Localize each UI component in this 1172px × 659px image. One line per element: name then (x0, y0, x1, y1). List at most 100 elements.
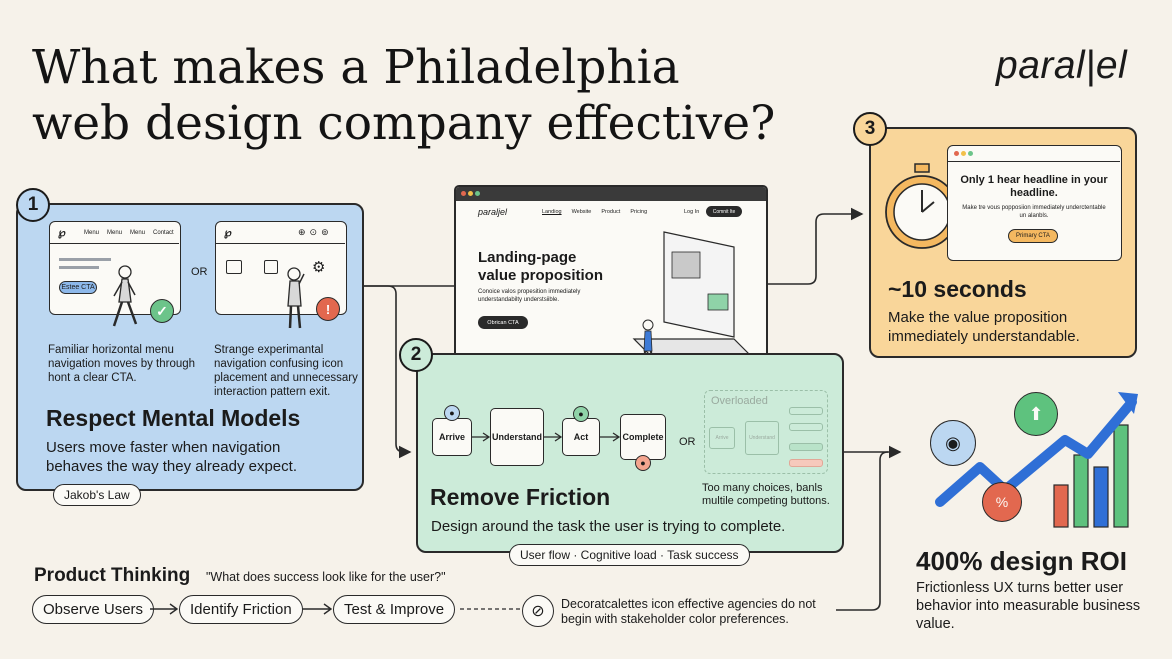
confusing-nav-mock: ℘ ⊕⊙⊚ ⚙ (215, 221, 347, 315)
overloaded-title: Overloaded (711, 395, 768, 407)
mock-cta-button: Estee CTA (59, 281, 97, 294)
overloaded-caption: Too many choices, banls multile competin… (702, 482, 830, 507)
no-color-palette-icon: ⊘ (522, 595, 554, 627)
overloaded-option (789, 459, 823, 467)
window-sub: Make tre vous popposiion immediately und… (962, 205, 1106, 219)
mock-logo-icon: ℘ (58, 227, 66, 239)
confusing-nav-caption: Strange experimantal navigation confusin… (214, 344, 358, 398)
step-observe-users: Observe Users (32, 595, 155, 624)
window-dot-icon (954, 151, 959, 156)
square-icon (264, 260, 278, 274)
landing-nav-item: Website (571, 209, 592, 215)
flow-step-act: Act (562, 418, 600, 456)
or-label: OR (679, 436, 696, 448)
stopwatch-icon (885, 163, 959, 249)
user-icon: ● (635, 455, 651, 471)
roi-bar (1113, 424, 1129, 528)
gear-icon: ⚙ (312, 259, 326, 276)
mock-nav-bar (50, 222, 179, 244)
flow-step-understand: Understand (490, 408, 544, 466)
landing-nav-item: Landiog (542, 209, 562, 215)
overloaded-box: Understand (745, 421, 779, 455)
growth-icon: ⬆ (1014, 392, 1058, 436)
step-badge-1: 1 (16, 188, 50, 222)
remove-friction-heading: Remove Friction (430, 484, 611, 510)
jakobs-law-tag: Jakob's Law (53, 484, 141, 506)
or-label: OR (191, 266, 208, 278)
mock-logo-icon: ℘ (224, 227, 232, 239)
product-thinking-heading: Product Thinking (34, 565, 191, 586)
landing-nav-button: Comnit lte (706, 206, 742, 217)
roi-bar (1073, 454, 1089, 528)
mock-menu: Menu Menu Menu Contact (84, 230, 174, 236)
overloaded-option (789, 407, 823, 415)
laptop-illustration (632, 231, 752, 366)
roi-body: Frictionless UX turns better user behavi… (916, 580, 1141, 632)
user-icon: ● (573, 406, 589, 422)
browser-chrome (456, 187, 766, 201)
landing-login: Log In (684, 209, 700, 215)
mock-nav-bar (216, 222, 345, 244)
landing-headline: Landing-page value proposition (478, 249, 604, 284)
mental-models-heading: Respect Mental Models (46, 405, 301, 431)
landing-nav-item: Pricing (630, 209, 648, 215)
product-thinking-question: "What does success look like for the use… (206, 570, 446, 584)
mock-menu-item: Menu (130, 230, 146, 236)
landing-cta-button: Obrican CTA (478, 316, 528, 329)
warning-icon: ! (316, 297, 340, 321)
mock-menu-item: Menu (107, 230, 123, 236)
confused-person-illustration (287, 267, 305, 329)
window-dot-icon (961, 151, 966, 156)
brand-logo: paral|el (996, 44, 1128, 87)
note-connector (460, 608, 520, 610)
mock-window-bar (948, 146, 1120, 162)
roi-heading: 400% design ROI (916, 546, 1127, 576)
landing-nav: Landiog Website Product Pricing (542, 209, 647, 215)
mock-menu-item: Contact (153, 230, 174, 236)
friction-tags: User flow · Cognitive load · Task succes… (509, 544, 750, 566)
overloaded-diagram: Overloaded Arrive Understand (704, 390, 828, 474)
remove-friction-body: Design around the task the user is tryin… (431, 518, 786, 535)
overloaded-box: Arrive (709, 427, 735, 449)
product-step-arrows (150, 603, 333, 615)
headline-window-mock: Only 1 hear headline in your headline. M… (947, 145, 1122, 261)
flow-arrows (472, 432, 621, 442)
step-test-improve: Test & Improve (333, 595, 456, 624)
roi-bar (1093, 466, 1109, 528)
walking-person-illustration (112, 265, 138, 327)
overloaded-option (789, 443, 823, 451)
mock-menu-item: Menu (84, 230, 100, 236)
flow-step-arrive: Arrive (432, 418, 472, 456)
ten-seconds-stat: ~10 seconds (888, 276, 1027, 302)
flow-step-complete: Complete (620, 414, 666, 460)
percentage-icon: % (982, 482, 1022, 522)
landing-brand: paraljel (478, 207, 508, 217)
image-icon (226, 260, 242, 274)
roi-bar (1053, 484, 1069, 528)
window-dot-icon (461, 191, 466, 196)
window-headline: Only 1 hear headline in your headline. (960, 174, 1108, 199)
ten-seconds-body: Make the value proposition immediately u… (888, 309, 1080, 345)
window-dot-icon (968, 151, 973, 156)
page-title: What makes a Philadelphia web design com… (32, 40, 776, 151)
window-dot-icon (475, 191, 480, 196)
landing-sub: Conoice valos propesition immediately un… (478, 289, 581, 303)
window-dot-icon (468, 191, 473, 196)
landing-nav-item: Product (601, 209, 621, 215)
overloaded-option (789, 423, 823, 431)
color-preference-note: Decoratcalettes icon effective agencies … (561, 597, 816, 626)
mock-text-line (59, 258, 111, 261)
familiar-nav-caption: Familiar horizontal menu navigation move… (48, 344, 196, 384)
check-icon: ✓ (150, 299, 174, 323)
user-circle-icon: ◉ (930, 420, 976, 466)
step-badge-2: 2 (399, 338, 433, 372)
step-badge-3: 3 (853, 112, 887, 146)
mental-models-body: Users move faster when navigation behave… (46, 439, 297, 475)
mock-icon-cluster: ⊕⊙⊚ (298, 227, 333, 237)
mock-text-line (59, 266, 99, 269)
primary-cta-button: Primary CTA (1008, 229, 1058, 243)
user-icon: ● (444, 405, 460, 421)
step-identify-friction: Identify Friction (179, 595, 303, 624)
landing-page-mock: paraljel Landiog Website Product Pricing… (454, 185, 768, 373)
roi-growth-chart (935, 392, 1138, 528)
